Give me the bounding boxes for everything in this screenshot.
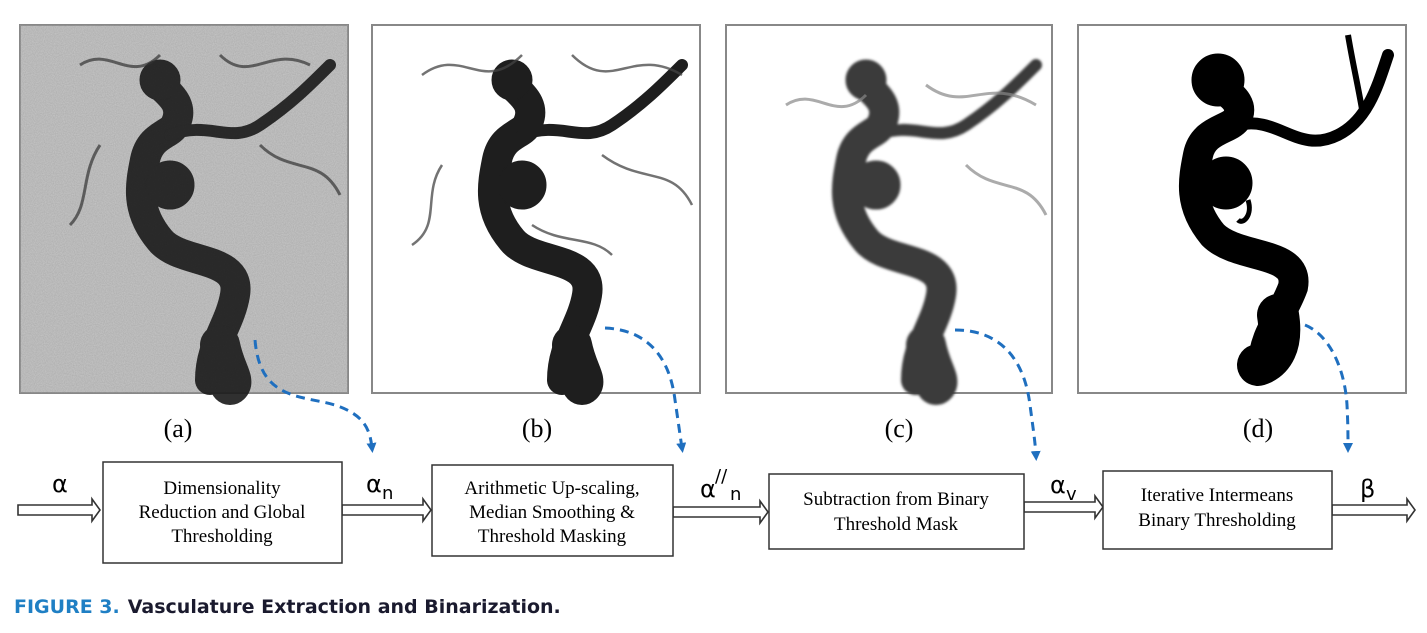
- process-box-4: Iterative Intermeans Binary Thresholding: [1102, 470, 1333, 550]
- dashed-arrows: [253, 323, 1353, 461]
- panel-a: [19, 24, 348, 393]
- hollow-arrows: [17, 493, 1416, 526]
- box2-line3: Threshold Masking: [478, 526, 627, 547]
- output-symbol-2: α // n: [700, 466, 741, 505]
- panel-d-vessel: [1178, 34, 1394, 386]
- box4-line1: Iterative Intermeans: [1141, 485, 1293, 506]
- dashed-arrow-b: [604, 326, 687, 453]
- output-symbol-3: α v: [1050, 471, 1077, 505]
- process-box-3: Subtraction from Binary Threshold Mask: [768, 473, 1025, 550]
- output-symbol-1: α n: [366, 470, 393, 504]
- output-symbol-4: β: [1360, 475, 1375, 503]
- panel-label-d: (d): [1243, 414, 1273, 443]
- dashed-arrow-d: [1304, 323, 1353, 453]
- input-symbol: α: [52, 470, 68, 498]
- hollow-arrow-1: [341, 496, 432, 524]
- hollow-arrow-3: [1023, 493, 1104, 521]
- panel-label-c: (c): [885, 414, 914, 443]
- figure-caption: FIGURE 3. Vasculature Extraction and Bina…: [14, 596, 561, 618]
- panel-c: [725, 24, 1052, 393]
- panel-b: [371, 24, 700, 393]
- output-1-sub: n: [382, 483, 393, 504]
- box2-line2: Median Smoothing &: [469, 502, 635, 523]
- dashed-arrow-c: [954, 328, 1041, 461]
- caption-number: FIGURE 3.: [14, 596, 120, 618]
- box1-line3: Thresholding: [171, 526, 273, 547]
- dashed-arrow-a: [253, 339, 377, 453]
- panel-d: [1077, 24, 1407, 394]
- hollow-arrow-output: [1331, 496, 1416, 524]
- box2-line1: Arithmetic Up-scaling,: [464, 478, 639, 499]
- output-3-sub: v: [1066, 484, 1077, 505]
- box3-line2: Threshold Mask: [834, 514, 959, 535]
- output-2-sub: n: [730, 484, 741, 505]
- box1-line2: Reduction and Global: [139, 502, 306, 523]
- hollow-arrow-input: [17, 496, 101, 524]
- hollow-arrow-2: [672, 498, 769, 526]
- box1-line1: Dimensionality: [163, 478, 281, 499]
- box4-line2: Binary Thresholding: [1138, 510, 1296, 531]
- output-3-symbol: α: [1050, 471, 1066, 499]
- panel-label-a: (a): [164, 414, 193, 443]
- output-4-symbol: β: [1360, 475, 1375, 503]
- caption-text: Vasculature Extraction and Binarization.: [127, 596, 561, 618]
- panel-label-b: (b): [522, 414, 552, 443]
- box3-line1: Subtraction from Binary: [803, 489, 989, 510]
- process-box-1: Dimensionality Reduction and Global Thre…: [102, 461, 343, 564]
- output-2-symbol: α: [700, 475, 716, 503]
- output-2-sup: //: [715, 466, 728, 487]
- output-1-symbol: α: [366, 470, 382, 498]
- process-box-2: Arithmetic Up-scaling, Median Smoothing …: [431, 464, 674, 557]
